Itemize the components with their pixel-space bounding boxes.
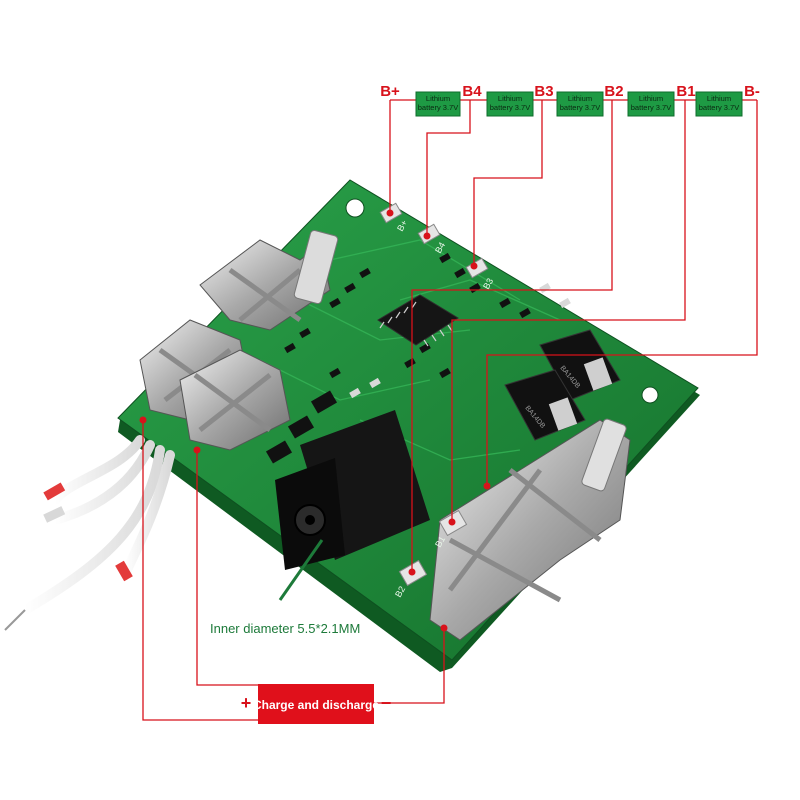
plus-sign: +: [241, 693, 252, 713]
dc-barrel-jack: [275, 410, 430, 570]
jack-caption-text: Inner diameter 5.5*2.1MM: [210, 621, 360, 636]
terminal-b2-label: B2: [604, 83, 623, 100]
cell-1-line1: Lithium: [426, 94, 450, 103]
charge-discharge-box: [258, 684, 374, 724]
ic-chip: [377, 294, 459, 347]
cell-2-line2: battery 3.7V: [490, 103, 530, 112]
terminal-b-minus-label: B-: [744, 83, 760, 100]
cell-5-line2: battery 3.7V: [699, 103, 739, 112]
diodes: [265, 390, 338, 464]
battery-cell-2: Lithium battery 3.7V: [486, 91, 534, 117]
cell-4-line1: Lithium: [639, 94, 663, 103]
mosfet-1: BA14DB: [539, 329, 621, 401]
minus-sign: −: [381, 693, 392, 713]
terminal-b-plus-label: B+: [380, 83, 400, 100]
charge-discharge-label: Charge and discharge + −: [241, 684, 392, 724]
mounting-hole: [641, 386, 659, 404]
battery-cell-5: Lithium battery 3.7V: [695, 91, 743, 117]
cell-1-line2: battery 3.7V: [418, 103, 458, 112]
battery-contact-clips-left: [139, 229, 339, 451]
battery-cell-4: Lithium battery 3.7V: [627, 91, 675, 117]
cell-5-line1: Lithium: [707, 94, 731, 103]
jack-caption: Inner diameter 5.5*2.1MM: [210, 539, 360, 636]
smd-components: [284, 252, 571, 399]
pad-b-plus-label: B+: [395, 218, 409, 233]
pcb-pad-b3: B3: [465, 257, 495, 291]
pad-b2-label: B2: [393, 584, 407, 599]
charge-discharge-text: Charge and discharge: [253, 698, 379, 712]
terminal-b4-label: B4: [462, 83, 482, 100]
battery-contact-clip-right: [429, 418, 631, 641]
mosfet-2: BA14DB: [504, 369, 586, 441]
mounting-hole: [345, 198, 365, 218]
cell-4-line2: battery 3.7V: [631, 103, 671, 112]
pad-b1-label: B1: [433, 534, 447, 549]
cell-2-line1: Lithium: [498, 94, 522, 103]
pad-b3-label: B3: [481, 276, 495, 291]
battery-cell-3: Lithium battery 3.7V: [556, 91, 604, 117]
pad-b4-label: B4: [433, 240, 447, 255]
battery-cell-1: Lithium battery 3.7V: [415, 91, 461, 117]
terminal-b3-label: B3: [534, 83, 553, 100]
terminal-b1-label: B1: [676, 83, 695, 100]
cell-3-line1: Lithium: [568, 94, 592, 103]
connection-dots: [139, 209, 491, 632]
cell-3-line2: battery 3.7V: [560, 103, 600, 112]
lead-wires: [4, 435, 175, 631]
